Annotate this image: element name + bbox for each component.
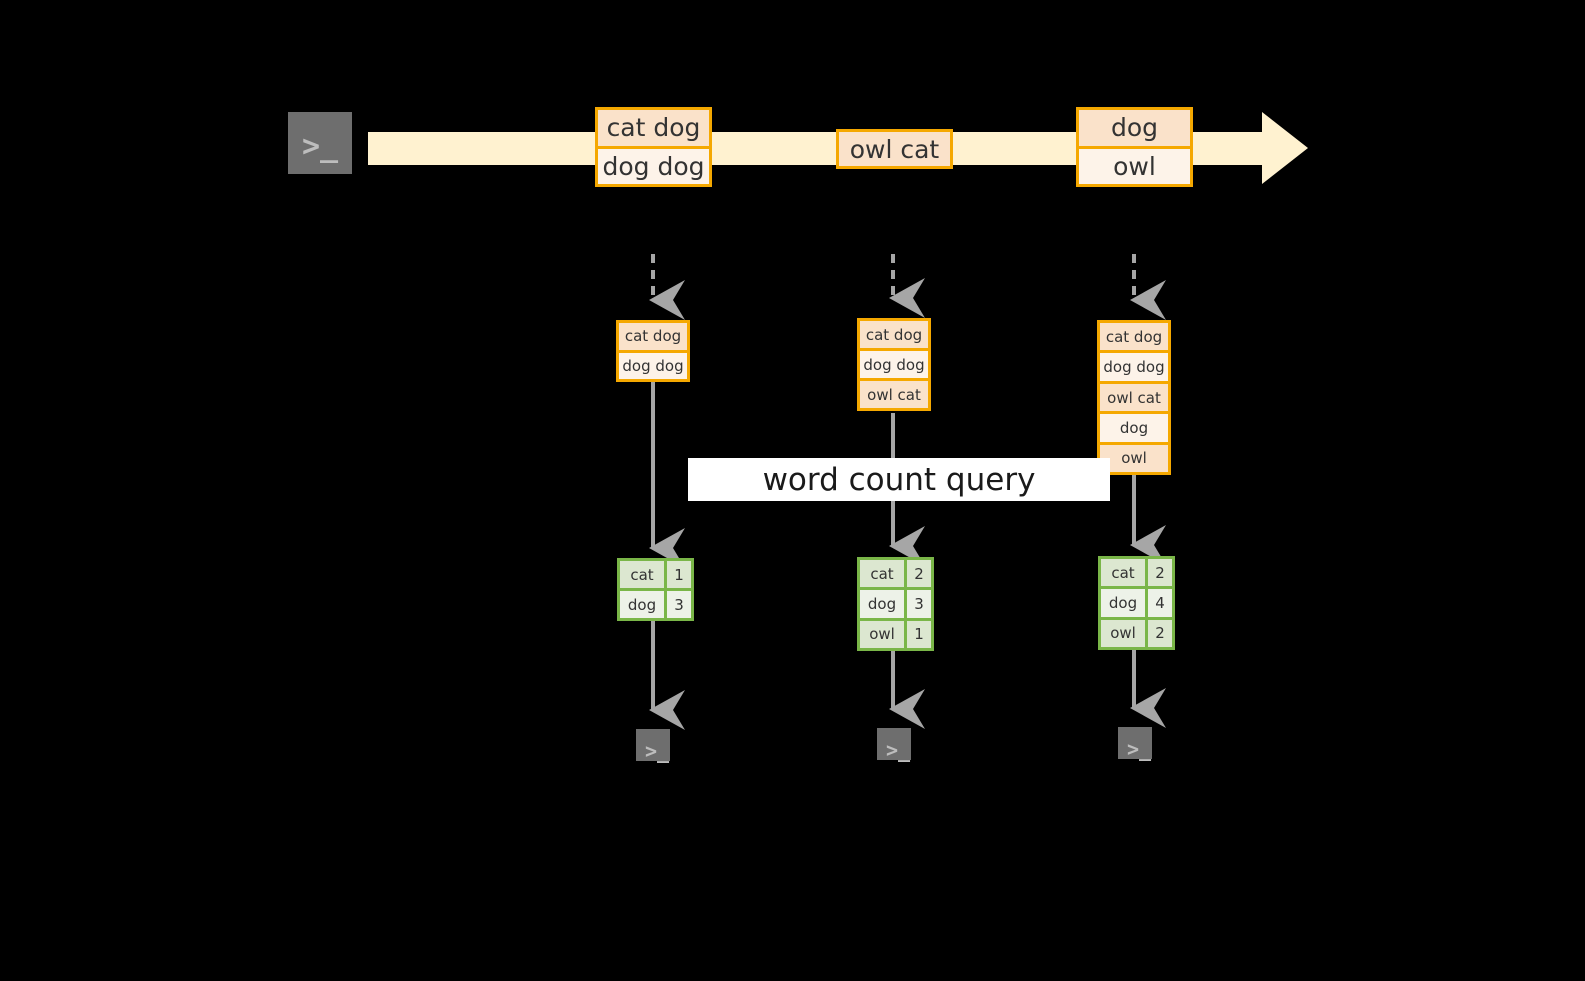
record-line: dog dog [619,349,687,379]
result-word: owl [1101,619,1146,647]
record-line: dog dog [1100,350,1168,381]
record-line: cat dog [860,321,928,348]
result-word: dog [620,591,665,618]
table-row: cat 1 [620,561,691,588]
terminal-prompt-glyph: >_ [302,129,339,164]
result-count: 1 [664,561,691,588]
record-line: cat dog [1100,323,1168,351]
record-line: owl cat [1100,380,1168,412]
table-row: dog 4 [1101,586,1172,617]
accumulated-records-1: cat dog dog dog [616,320,690,382]
result-word: owl [860,620,905,648]
stream-message-line: dog [1079,110,1190,146]
table-row: cat 2 [860,560,931,588]
source-terminal-icon: >_ [277,101,363,185]
stream-message-3: dog owl [1076,107,1193,187]
sink-terminal-icon-3: >_ [1107,716,1163,770]
stream-message-1: cat dog dog dog [595,107,712,187]
stream-message-line: owl [1079,145,1190,184]
word-count-result-1: cat 1 dog 3 [617,558,694,621]
accumulated-records-3: cat dog dog dog owl cat dog owl [1097,320,1171,475]
terminal-screen [1118,727,1152,759]
result-count: 1 [904,620,931,648]
terminal-prompt-glyph: >_ [645,739,670,763]
table-row: owl 1 [860,617,931,648]
accumulated-records-2: cat dog dog dog owl cat [857,318,931,411]
query-label-text: word count query [762,461,1036,498]
result-count: 2 [1145,619,1172,647]
terminal-screen [636,729,670,761]
terminal-prompt-glyph: >_ [886,738,911,762]
result-word: dog [1101,589,1146,617]
sink-terminal-icon-2: >_ [866,717,922,771]
result-word: cat [620,561,665,588]
record-line: dog dog [860,348,928,378]
sink-terminal-icon-1: >_ [625,718,681,772]
stream-message-line: owl cat [839,132,950,166]
stream-message-2: owl cat [836,129,953,169]
result-count: 2 [1145,559,1172,587]
record-line: cat dog [619,323,687,350]
result-word: dog [860,590,905,618]
stream-message-line: cat dog [598,110,709,146]
result-count: 3 [664,591,691,618]
record-line: owl [1100,441,1168,473]
result-word: cat [860,560,905,588]
result-count: 4 [1145,589,1172,617]
result-count: 3 [904,590,931,618]
terminal-screen [877,728,911,760]
record-line: owl cat [860,378,928,408]
terminal-prompt-glyph: >_ [1127,737,1152,761]
terminal-screen [288,112,352,174]
table-row: dog 3 [620,588,691,618]
query-label-band: word count query [688,458,1110,501]
record-line: dog [1100,411,1168,442]
table-row: dog 3 [860,587,931,618]
result-count: 2 [904,560,931,588]
word-count-result-3: cat 2 dog 4 owl 2 [1098,556,1175,650]
table-row: owl 2 [1101,616,1172,647]
stream-message-line: dog dog [598,145,709,184]
word-count-result-2: cat 2 dog 3 owl 1 [857,557,934,651]
table-row: cat 2 [1101,559,1172,587]
result-word: cat [1101,559,1146,587]
